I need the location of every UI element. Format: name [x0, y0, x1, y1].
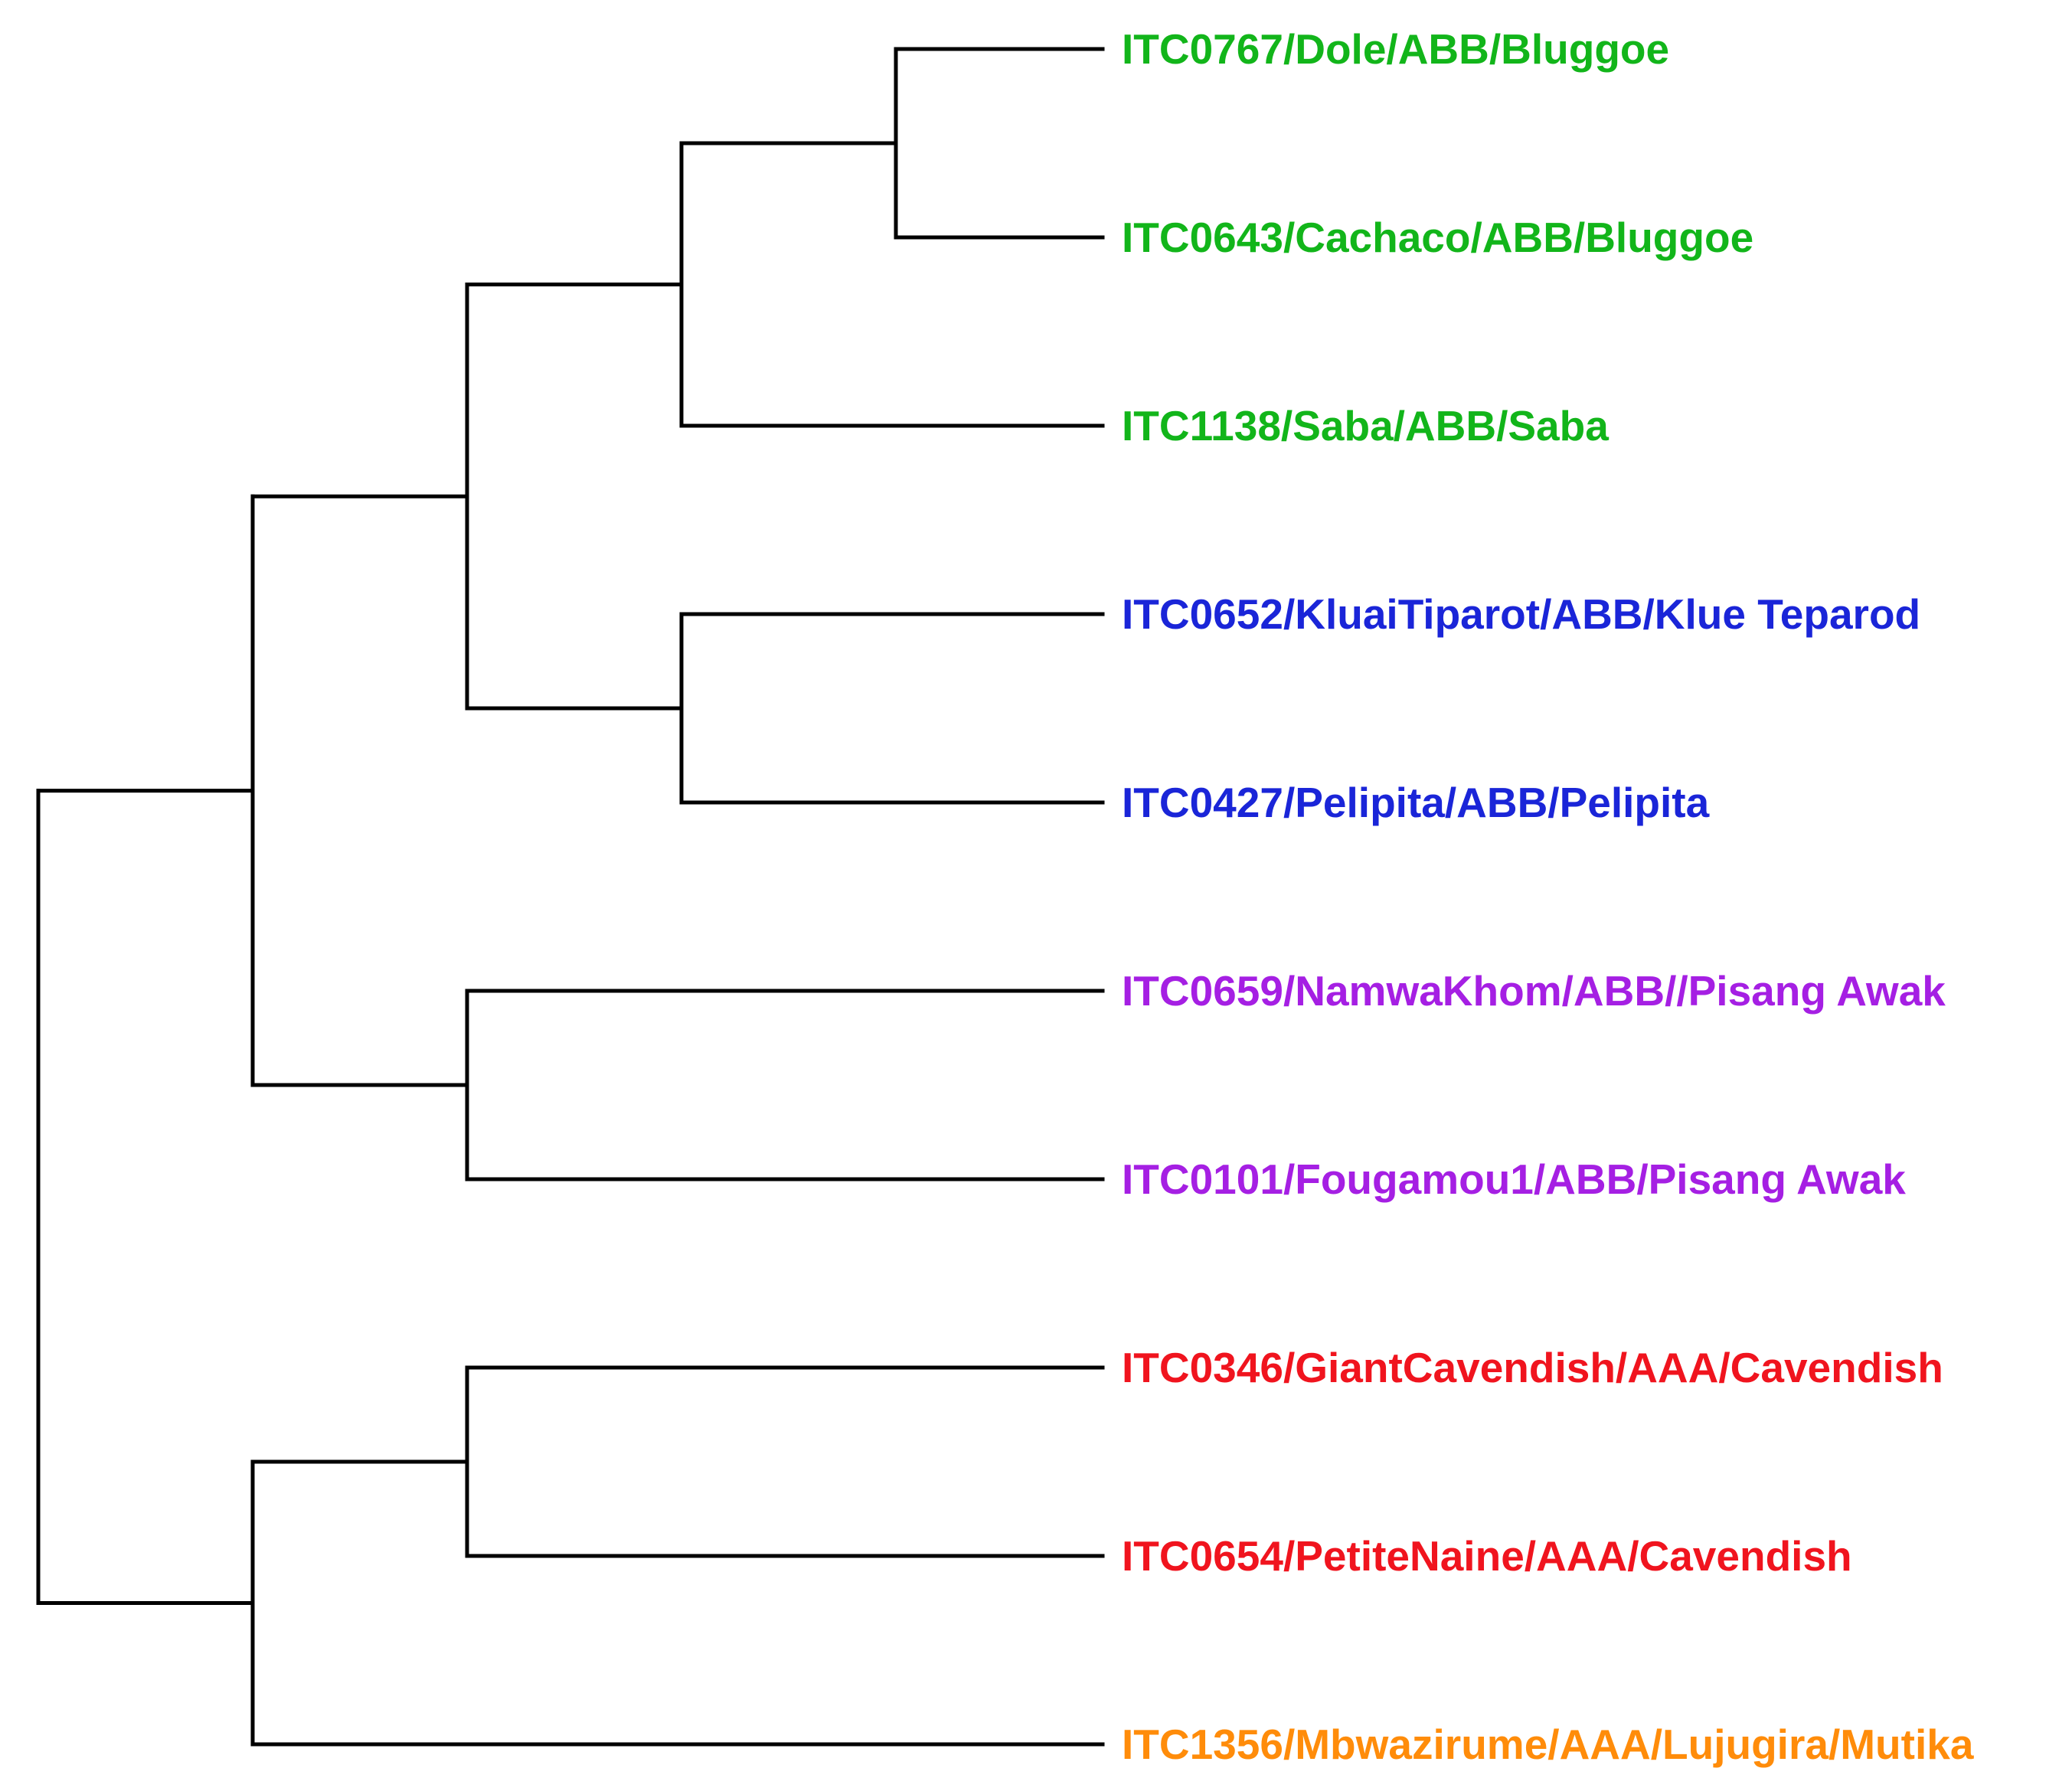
- leaf-label: ITC1356/Mbwazirume/AAA/Lujugira/Mutika: [1122, 1721, 1974, 1768]
- leaf-label: ITC0652/KluaiTiparot/ABB/Klue Teparod: [1122, 590, 1920, 638]
- leaf-label: ITC0659/NamwaKhom/ABB//Pisang Awak: [1122, 967, 1946, 1015]
- leaf-label: ITC0346/GiantCavendish/AAA/Cavendish: [1122, 1344, 1943, 1391]
- leaf-label: ITC0767/Dole/ABB/Bluggoe: [1122, 25, 1669, 73]
- dendrogram-leaf-labels: ITC0767/Dole/ABB/BluggoeITC0643/Cachaco/…: [1122, 25, 1974, 1768]
- leaf-label: ITC0643/Cachaco/ABB/Bluggoe: [1122, 214, 1753, 261]
- dendrogram-branches: [36, 47, 1105, 1747]
- leaf-label: ITC0101/Fougamou1/ABB/Pisang Awak: [1122, 1155, 1906, 1203]
- leaf-label: ITC0654/PetiteNaine/AAA/Cavendish: [1122, 1532, 1852, 1580]
- leaf-label: ITC0427/Pelipita/ABB/Pelipita: [1122, 779, 1710, 826]
- leaf-label: ITC1138/Saba/ABB/Saba: [1122, 402, 1609, 449]
